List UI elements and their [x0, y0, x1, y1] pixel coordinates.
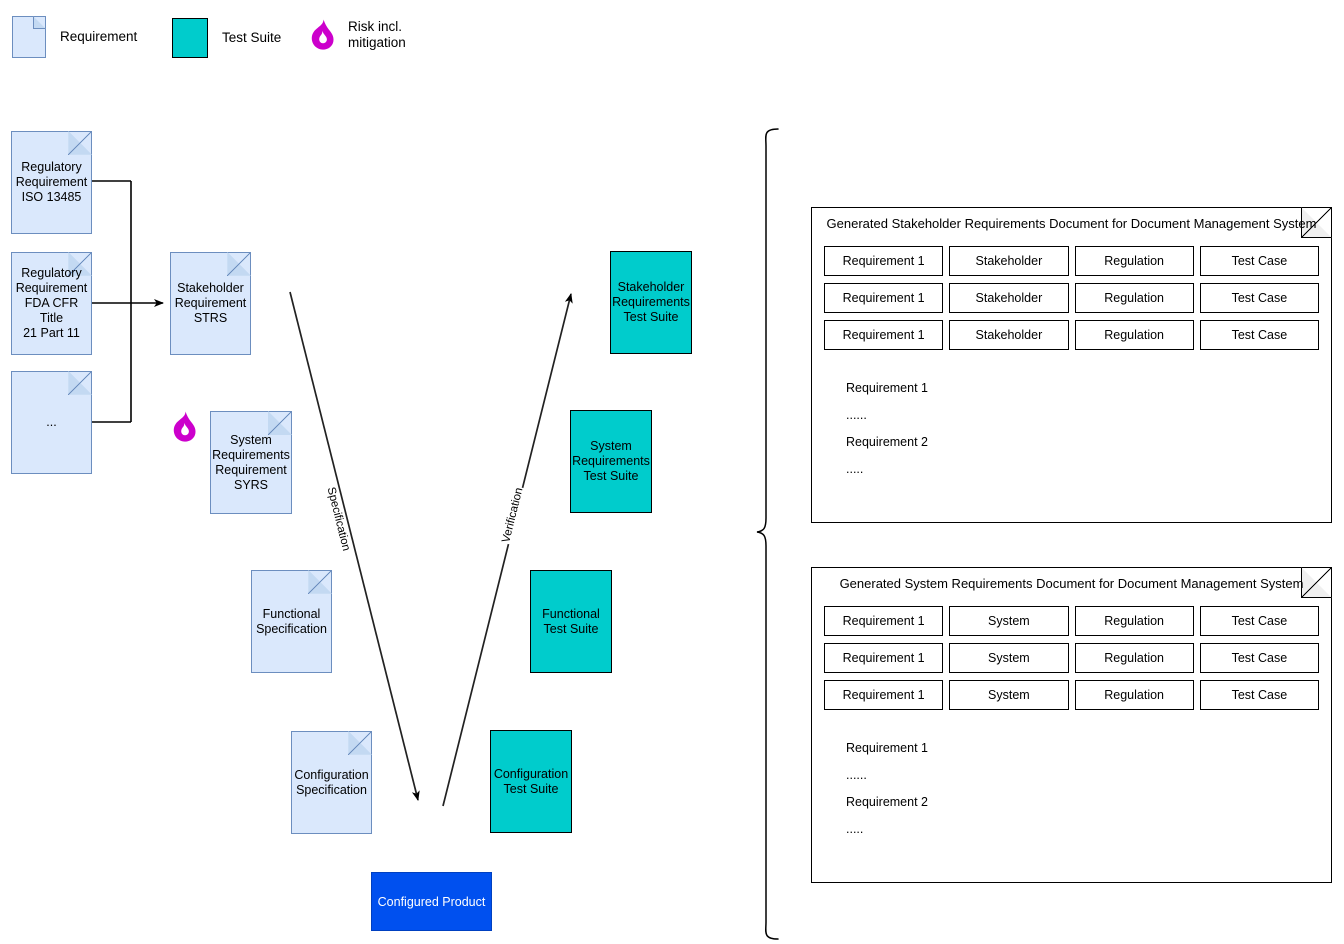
cell-test-case[interactable]: Test Case	[1199, 283, 1319, 313]
body-line: .....	[846, 462, 864, 476]
traceability-table: Requirement 1 Stakeholder Regulation Tes…	[824, 246, 1319, 357]
generated-stakeholder-requirements-document[interactable]: Generated Stakeholder Requirements Docum…	[811, 207, 1332, 523]
cell-regulation[interactable]: Regulation	[1074, 246, 1194, 276]
regulatory-connector	[92, 180, 132, 423]
table-row: Requirement 1 System Regulation Test Cas…	[824, 680, 1319, 710]
table-row: Requirement 1 Stakeholder Regulation Tes…	[824, 320, 1319, 350]
body-line: ......	[846, 408, 867, 422]
table-row: Requirement 1 Stakeholder Regulation Tes…	[824, 283, 1319, 313]
table-row: Requirement 1 System Regulation Test Cas…	[824, 643, 1319, 673]
doc-label: ...	[46, 415, 57, 429]
body-line: Requirement 1	[846, 741, 928, 755]
legend-label-test-suite: Test Suite	[222, 30, 282, 45]
doc-label: Regulatory Requirement FDA CFR Title 21 …	[15, 266, 88, 340]
suite-label: Functional Test Suite	[542, 606, 600, 636]
edge-label-verification: Verification	[500, 485, 526, 545]
legend: Requirement Test Suite Risk incl. mitiga…	[12, 10, 432, 66]
cell-test-case[interactable]: Test Case	[1199, 680, 1319, 710]
legend-item-requirement: Requirement	[12, 16, 137, 58]
doc-regulatory-iso[interactable]: Regulatory Requirement ISO 13485	[11, 131, 92, 234]
suite-label: Stakeholder Requirements Test Suite	[612, 280, 690, 324]
generated-doc-body: Requirement 1 ...... Requirement 2 .....	[846, 741, 928, 849]
traceability-table: Requirement 1 System Regulation Test Cas…	[824, 606, 1319, 717]
specification-arrow	[289, 291, 420, 801]
flame-icon-syrs-risk	[170, 410, 198, 449]
cell-requirement[interactable]: Requirement 1	[824, 246, 944, 276]
legend-item-test-suite: Test Suite	[172, 18, 281, 58]
page-fold-line	[1301, 207, 1332, 238]
suite-stakeholder-requirements-test-suite[interactable]: Stakeholder Requirements Test Suite	[610, 251, 692, 354]
cell-actor[interactable]: System	[949, 643, 1069, 673]
body-line: ......	[846, 768, 867, 782]
cell-regulation[interactable]: Regulation	[1074, 643, 1194, 673]
cell-requirement[interactable]: Requirement 1	[824, 643, 944, 673]
suite-label: System Requirements Test Suite	[572, 439, 650, 483]
cell-test-case[interactable]: Test Case	[1199, 643, 1319, 673]
document-icon	[12, 16, 46, 58]
cell-regulation[interactable]: Regulation	[1074, 606, 1194, 636]
doc-configuration-specification[interactable]: Configuration Specification	[291, 731, 372, 834]
page-fold-line	[1301, 567, 1332, 598]
cell-regulation[interactable]: Regulation	[1074, 680, 1194, 710]
table-row: Requirement 1 System Regulation Test Cas…	[824, 606, 1319, 636]
doc-regulatory-more[interactable]: ...	[11, 371, 92, 474]
cell-actor[interactable]: System	[949, 680, 1069, 710]
doc-label: Configuration Specification	[294, 767, 369, 797]
doc-label: System Requirements Requirement SYRS	[212, 432, 290, 492]
suite-system-requirements-test-suite[interactable]: System Requirements Test Suite	[570, 410, 652, 513]
cell-requirement[interactable]: Requirement 1	[824, 320, 944, 350]
cell-actor[interactable]: Stakeholder	[949, 283, 1069, 313]
node-configured-product[interactable]: Configured Product	[371, 872, 492, 931]
generated-doc-body: Requirement 1 ...... Requirement 2 .....	[846, 381, 928, 489]
cell-test-case[interactable]: Test Case	[1199, 320, 1319, 350]
suite-configuration-test-suite[interactable]: Configuration Test Suite	[490, 730, 572, 833]
doc-regulatory-fda[interactable]: Regulatory Requirement FDA CFR Title 21 …	[11, 252, 92, 355]
doc-label: Regulatory Requirement ISO 13485	[15, 160, 88, 204]
suite-functional-test-suite[interactable]: Functional Test Suite	[530, 570, 612, 673]
cell-test-case[interactable]: Test Case	[1199, 606, 1319, 636]
cell-actor[interactable]: System	[949, 606, 1069, 636]
body-line: Requirement 1	[846, 381, 928, 395]
cell-requirement[interactable]: Requirement 1	[824, 606, 944, 636]
cell-actor[interactable]: Stakeholder	[949, 320, 1069, 350]
cell-regulation[interactable]: Regulation	[1074, 283, 1194, 313]
square-icon	[172, 18, 208, 58]
doc-system-requirements-syrs[interactable]: System Requirements Requirement SYRS	[210, 411, 292, 514]
body-line: Requirement 2	[846, 435, 928, 449]
doc-label: Functional Specification	[256, 606, 327, 636]
legend-label-requirement: Requirement	[60, 29, 138, 44]
body-line: .....	[846, 822, 864, 836]
cell-regulation[interactable]: Regulation	[1074, 320, 1194, 350]
legend-item-risk: Risk incl. mitigation	[308, 18, 406, 52]
flame-icon	[308, 18, 336, 52]
product-label: Configured Product	[377, 894, 486, 909]
grouping-brace	[756, 128, 779, 940]
generated-doc-title: Generated Stakeholder Requirements Docum…	[826, 216, 1317, 231]
edge-label-specification: Specification	[324, 485, 353, 554]
doc-label: Stakeholder Requirement STRS	[174, 281, 247, 325]
legend-label-risk: Risk incl. mitigation	[348, 19, 406, 50]
generated-system-requirements-document[interactable]: Generated System Requirements Document f…	[811, 567, 1332, 883]
table-row: Requirement 1 Stakeholder Regulation Tes…	[824, 246, 1319, 276]
cell-test-case[interactable]: Test Case	[1199, 246, 1319, 276]
doc-functional-specification[interactable]: Functional Specification	[251, 570, 332, 673]
suite-label: Configuration Test Suite	[493, 766, 569, 796]
cell-requirement[interactable]: Requirement 1	[824, 283, 944, 313]
cell-requirement[interactable]: Requirement 1	[824, 680, 944, 710]
doc-stakeholder-requirement-strs[interactable]: Stakeholder Requirement STRS	[170, 252, 251, 355]
body-line: Requirement 2	[846, 795, 928, 809]
cell-actor[interactable]: Stakeholder	[949, 246, 1069, 276]
generated-doc-title: Generated System Requirements Document f…	[839, 576, 1304, 591]
